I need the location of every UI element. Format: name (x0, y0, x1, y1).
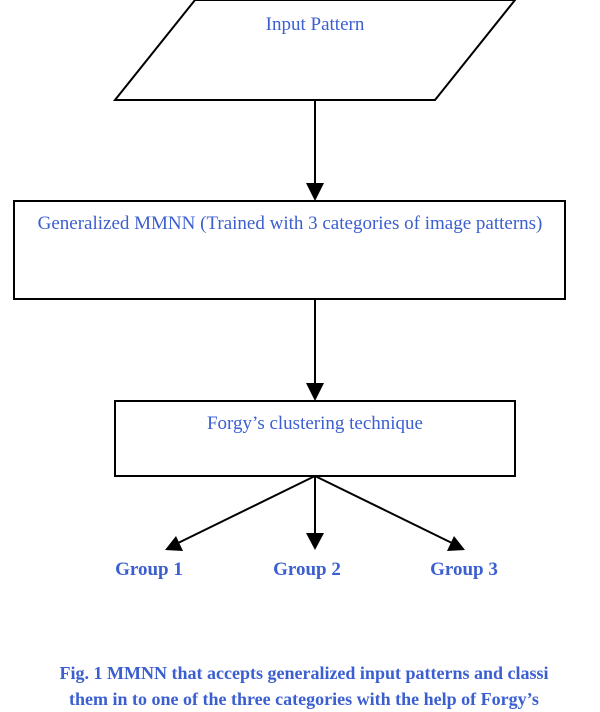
group-2-label: Group 2 (273, 559, 341, 580)
arrowhead-group-2 (306, 533, 324, 550)
arrow-to-group-3 (314, 475, 457, 546)
caption-line-2: them in to one of the three categories w… (69, 689, 539, 709)
input-pattern-label: Input Pattern (265, 14, 365, 35)
arrow-to-group-1 (173, 475, 316, 546)
mmnn-label: Generalized MMNN (Trained with 3 categor… (37, 213, 543, 234)
group-1-label: Group 1 (115, 559, 183, 580)
input-pattern-shape (112, 0, 517, 101)
caption-line-1: Fig. 1 MMNN that accepts generalized inp… (59, 663, 549, 683)
arrowhead-group-3 (447, 536, 465, 551)
forgy-label: Forgy’s clustering technique (206, 413, 423, 434)
arrowhead-group-1 (165, 536, 183, 551)
arrowhead-input-to-mmnn (306, 183, 324, 201)
arrowhead-mmnn-to-forgy (306, 383, 324, 401)
figure-caption: Fig. 1 MMNN that accepts generalized inp… (0, 660, 600, 712)
group-3-label: Group 3 (430, 559, 498, 580)
mmnn-box (13, 200, 566, 300)
